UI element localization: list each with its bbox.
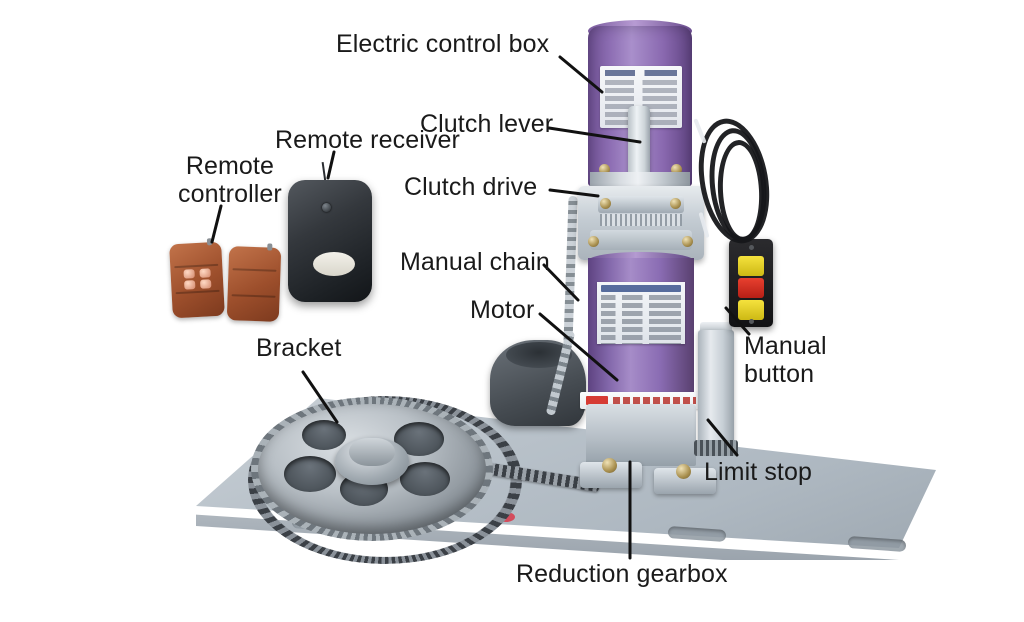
pendant-screw — [749, 245, 754, 250]
label-remote-controller: Remote controller — [178, 152, 282, 208]
leader-manual-button — [724, 306, 751, 336]
clutch-drive-screw — [600, 198, 611, 209]
motor-spec-label — [597, 282, 685, 344]
remote-receiver[interactable] — [288, 180, 372, 302]
sprocket-hole — [400, 462, 450, 496]
leader-remote-controller — [210, 204, 223, 244]
leader-clutch-lever — [547, 126, 642, 144]
sprocket-hub-cap — [349, 437, 395, 466]
label-reduction-gearbox: Reduction gearbox — [516, 560, 728, 588]
leader-bracket — [301, 370, 339, 424]
clutch-drive-bar — [598, 196, 684, 213]
control-box-screw — [599, 164, 610, 175]
control-box-screw — [671, 164, 682, 175]
label-manual-chain: Manual chain — [400, 248, 550, 276]
clutch-drive-screw — [682, 236, 693, 247]
gearbox-bolt — [676, 464, 691, 479]
label-bracket: Bracket — [256, 334, 342, 362]
label-manual-button: Manual button — [744, 332, 827, 388]
pendant-screw — [749, 319, 754, 324]
manual-button-stop[interactable] — [738, 278, 764, 298]
clutch-drive-plate — [590, 230, 692, 250]
leader-remote-receiver — [326, 150, 336, 180]
reduction-gearbox — [586, 404, 696, 466]
clutch-drive-grid — [600, 214, 682, 226]
leader-electric-control-box — [558, 55, 604, 94]
clutch-drive-screw — [588, 236, 599, 247]
leader-clutch-drive — [548, 188, 600, 198]
label-motor: Motor — [470, 296, 535, 324]
sprocket-hole — [284, 456, 336, 492]
leader-manual-chain — [542, 263, 580, 302]
clutch-drive-screw — [670, 198, 681, 209]
receiver-led-icon — [322, 203, 331, 212]
sprocket — [251, 397, 493, 541]
leader-motor — [538, 312, 619, 382]
manual-button-up[interactable] — [738, 256, 764, 276]
sprocket-hole — [302, 420, 346, 450]
label-clutch-lever: Clutch lever — [420, 110, 554, 138]
receiver-brand-label — [313, 252, 355, 276]
manual-button-down[interactable] — [738, 300, 764, 320]
label-limit-stop: Limit stop — [704, 458, 812, 486]
leader-limit-stop — [706, 418, 739, 457]
label-electric-control-box: Electric control box — [336, 30, 550, 58]
label-clutch-drive: Clutch drive — [404, 173, 538, 201]
label-remote-receiver: Remote receiver — [275, 126, 460, 154]
manual-button-pendant[interactable] — [729, 239, 773, 327]
gearbox-bolt — [602, 458, 617, 473]
